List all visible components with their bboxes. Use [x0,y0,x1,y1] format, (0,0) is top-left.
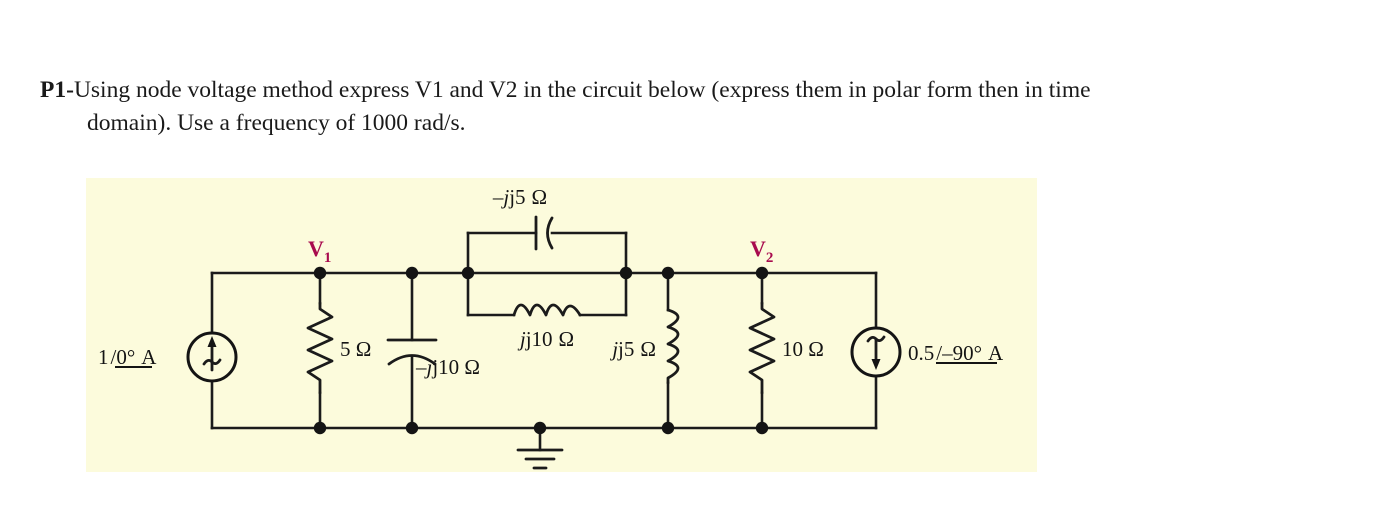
source2-unit: A [988,341,1004,365]
node-label-v2-subscript: 2 [766,250,774,266]
node-label-v1: V1 [308,236,331,266]
capacitor-minus-j5-value: j5 [508,185,525,209]
svg-text:0.5/–90°A: 0.5/–90°A [908,341,1004,365]
node-label-v1-subscript: 1 [324,250,332,266]
node-dot-ground [533,421,547,435]
j-prefix-l10: j [517,327,526,351]
j-prefix-l5: j [609,337,618,361]
problem-text-line-1: Using node voltage method express V1 and… [73,77,1091,103]
inductor-j10-value: j10 [525,327,553,351]
current-source-1-arrowhead [207,336,217,347]
capacitor-minus-j5-ohm-label: –jj5 Ω [492,185,547,209]
problem-number: P1- [40,77,74,103]
inductor-j10-ohm [512,303,582,317]
node-dot-c10-bottom [405,421,419,435]
node-label-v2-main: V [750,236,766,261]
capacitor-minus-j5-unit: Ω [532,185,548,209]
resistor-10-ohm [748,301,776,395]
resistor-5-ohm [306,301,334,395]
capacitor-minus-j10-ohm [386,338,438,366]
problem-statement: P1-Using node voltage method express V1 … [40,74,1370,141]
inductor-j5-unit: Ω [640,337,656,361]
node-label-v1-main: V [308,236,324,261]
source2-angle: –90° [941,341,982,365]
node-dot-l5-bottom [661,421,675,435]
node-dot-r10-bottom [755,421,769,435]
svg-text:1/0°A: 1/0°A [98,345,157,369]
node-dot-v2-top [755,266,769,280]
node-dot-lc-left [461,266,475,280]
capacitor-minus-j5-ohm [534,215,554,251]
current-source-1-label: 1/0°A [98,345,157,369]
node-dot-v1-top [313,266,327,280]
capacitor-minus-j10-ohm-label: –jj10 Ω [415,355,480,379]
earth-ground-symbol [516,448,564,470]
node-dot-l5-top [661,266,675,280]
minus-j-prefix-c5: –j [492,185,510,209]
node-dot-lc-right [619,266,633,280]
current-source-1[interactable] [186,331,238,383]
current-source-2-label: 0.5/–90°A [908,341,1004,365]
source1-angle-slash: / [111,345,117,369]
source2-magnitude: 0.5 [908,341,934,365]
source1-unit: A [141,345,157,369]
resistor-10-ohm-label: 10 Ω [782,337,824,361]
inductor-j5-ohm [666,308,680,385]
resistor-5-ohm-label: 5 Ω [340,337,371,361]
node-dot-r5-bottom [313,421,327,435]
problem-text-line-2: domain). Use a frequency of 1000 rad/s. [87,110,466,137]
capacitor-minus-j10-value: j10 Ω [431,355,480,379]
source1-magnitude: 1 [98,345,109,369]
current-source-2[interactable] [850,326,902,378]
minus-j-prefix-c10: –j [415,355,433,379]
inductor-j5-value: j5 [617,337,634,361]
source1-angle: 0° [116,345,135,369]
node-dot-c10-top [405,266,419,280]
current-source-2-arrowhead [871,359,881,370]
source2-angle-slash: / [936,341,942,365]
inductor-j10-unit: Ω [559,327,575,351]
node-label-v2: V2 [750,236,773,266]
